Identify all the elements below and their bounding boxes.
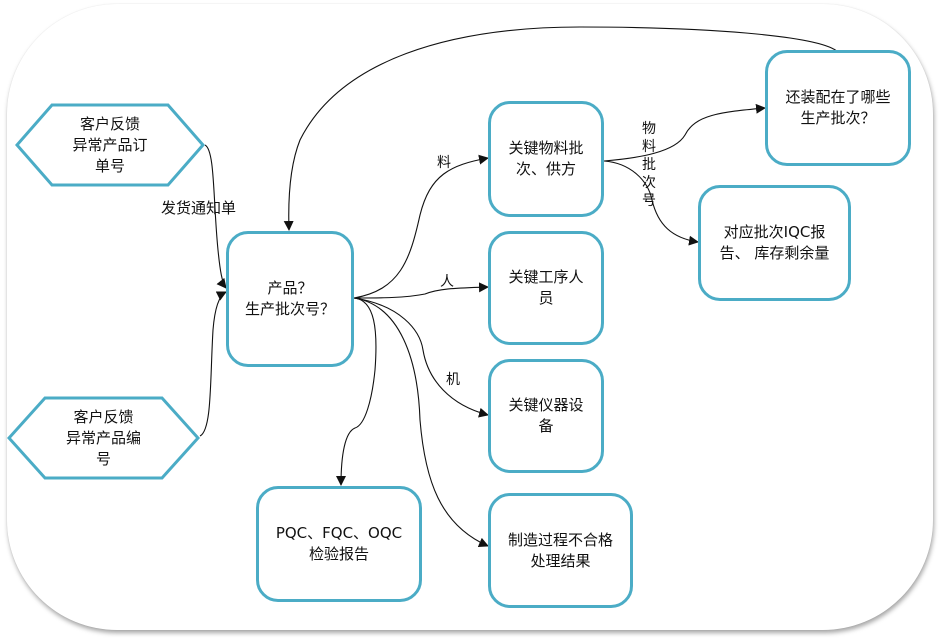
label-line: 告、 库存剩余量 bbox=[719, 244, 830, 262]
label-line: 异常产品编 bbox=[65, 428, 141, 447]
edge-assembled-to-product bbox=[283, 26, 839, 231]
node-product-batch: 产品？ 生产批次号？ bbox=[226, 231, 354, 367]
label-line: 员 bbox=[538, 289, 554, 307]
node-assembled-batches: 还装配在了哪些 生产批次？ bbox=[765, 50, 911, 166]
input-serial-number: 客户反馈 异常产品编 号 bbox=[6, 396, 201, 480]
label-line: 客户反馈 bbox=[79, 114, 140, 133]
edge-product-to-staff bbox=[353, 282, 489, 299]
input-serial-label: 客户反馈 异常产品编 号 bbox=[7, 396, 200, 480]
edge-label-material-batch-number: 物 料 批 次 号 bbox=[641, 120, 657, 210]
label-line: 检验报告 bbox=[308, 545, 369, 563]
label-line: 处理结果 bbox=[530, 551, 591, 570]
edge-material-to-assembled bbox=[603, 103, 766, 162]
label-char: 料 bbox=[642, 139, 656, 155]
label-line: 客户反馈 bbox=[73, 407, 134, 426]
label-line: 单号 bbox=[94, 156, 125, 175]
label-line: 对应批次IQC报 bbox=[723, 223, 826, 241]
label-char: 物 bbox=[642, 121, 656, 137]
hexagon-shape bbox=[15, 103, 205, 187]
edge-label-delivery-note: 发货通知单 bbox=[161, 199, 237, 217]
label-char: 号 bbox=[642, 193, 656, 209]
edge-material-to-iqc bbox=[603, 160, 699, 246]
input-order-number: 客户反馈 异常产品订 单号 bbox=[15, 103, 205, 187]
edge-label-material: 料 bbox=[437, 155, 451, 171]
label-line: 异常产品订 bbox=[72, 135, 148, 154]
hexagon-shape bbox=[6, 396, 201, 480]
label-line: 制造过程不合格 bbox=[507, 530, 613, 549]
node-key-material: 关键物料批 次、供方 bbox=[488, 101, 604, 217]
label-line: 关键工序人 bbox=[508, 268, 584, 286]
label-char: 次 bbox=[642, 175, 656, 191]
node-key-staff: 关键工序人 员 bbox=[488, 231, 604, 345]
edge-serial-to-product bbox=[199, 291, 227, 437]
edge-product-to-equipment bbox=[353, 297, 489, 418]
label-line: 关键物料批 bbox=[508, 139, 584, 157]
node-iqc-inventory: 对应批次IQC报 告、 库存剩余量 bbox=[698, 185, 851, 301]
label-line: PQC、FQC、OQC bbox=[275, 524, 403, 542]
edge-label-machine: 机 bbox=[446, 372, 460, 388]
label-line: 备 bbox=[538, 417, 554, 435]
label-line: 次、供方 bbox=[515, 160, 576, 178]
edge-product-to-material bbox=[353, 154, 489, 299]
node-nonconformance-result: 制造过程不合格 处理结果 bbox=[488, 493, 633, 608]
label-line: 号 bbox=[95, 449, 111, 468]
label-char: 批 bbox=[642, 157, 656, 173]
edge-label-person: 人 bbox=[440, 274, 454, 290]
label-line: 生产批次？ bbox=[800, 109, 876, 127]
node-key-equipment: 关键仪器设 备 bbox=[488, 359, 604, 473]
edge-product-to-nonconform bbox=[353, 297, 489, 547]
node-inspection-reports: PQC、FQC、OQC 检验报告 bbox=[256, 486, 422, 602]
label-line: 关键仪器设 bbox=[508, 396, 584, 414]
label-line: 生产批次号？ bbox=[244, 300, 335, 318]
label-line: 还装配在了哪些 bbox=[785, 88, 891, 106]
input-order-label: 客户反馈 异常产品订 单号 bbox=[15, 103, 205, 187]
label-line: 产品？ bbox=[267, 279, 313, 297]
edge-order-to-product bbox=[204, 144, 227, 289]
edge-product-to-inspection bbox=[336, 297, 377, 486]
